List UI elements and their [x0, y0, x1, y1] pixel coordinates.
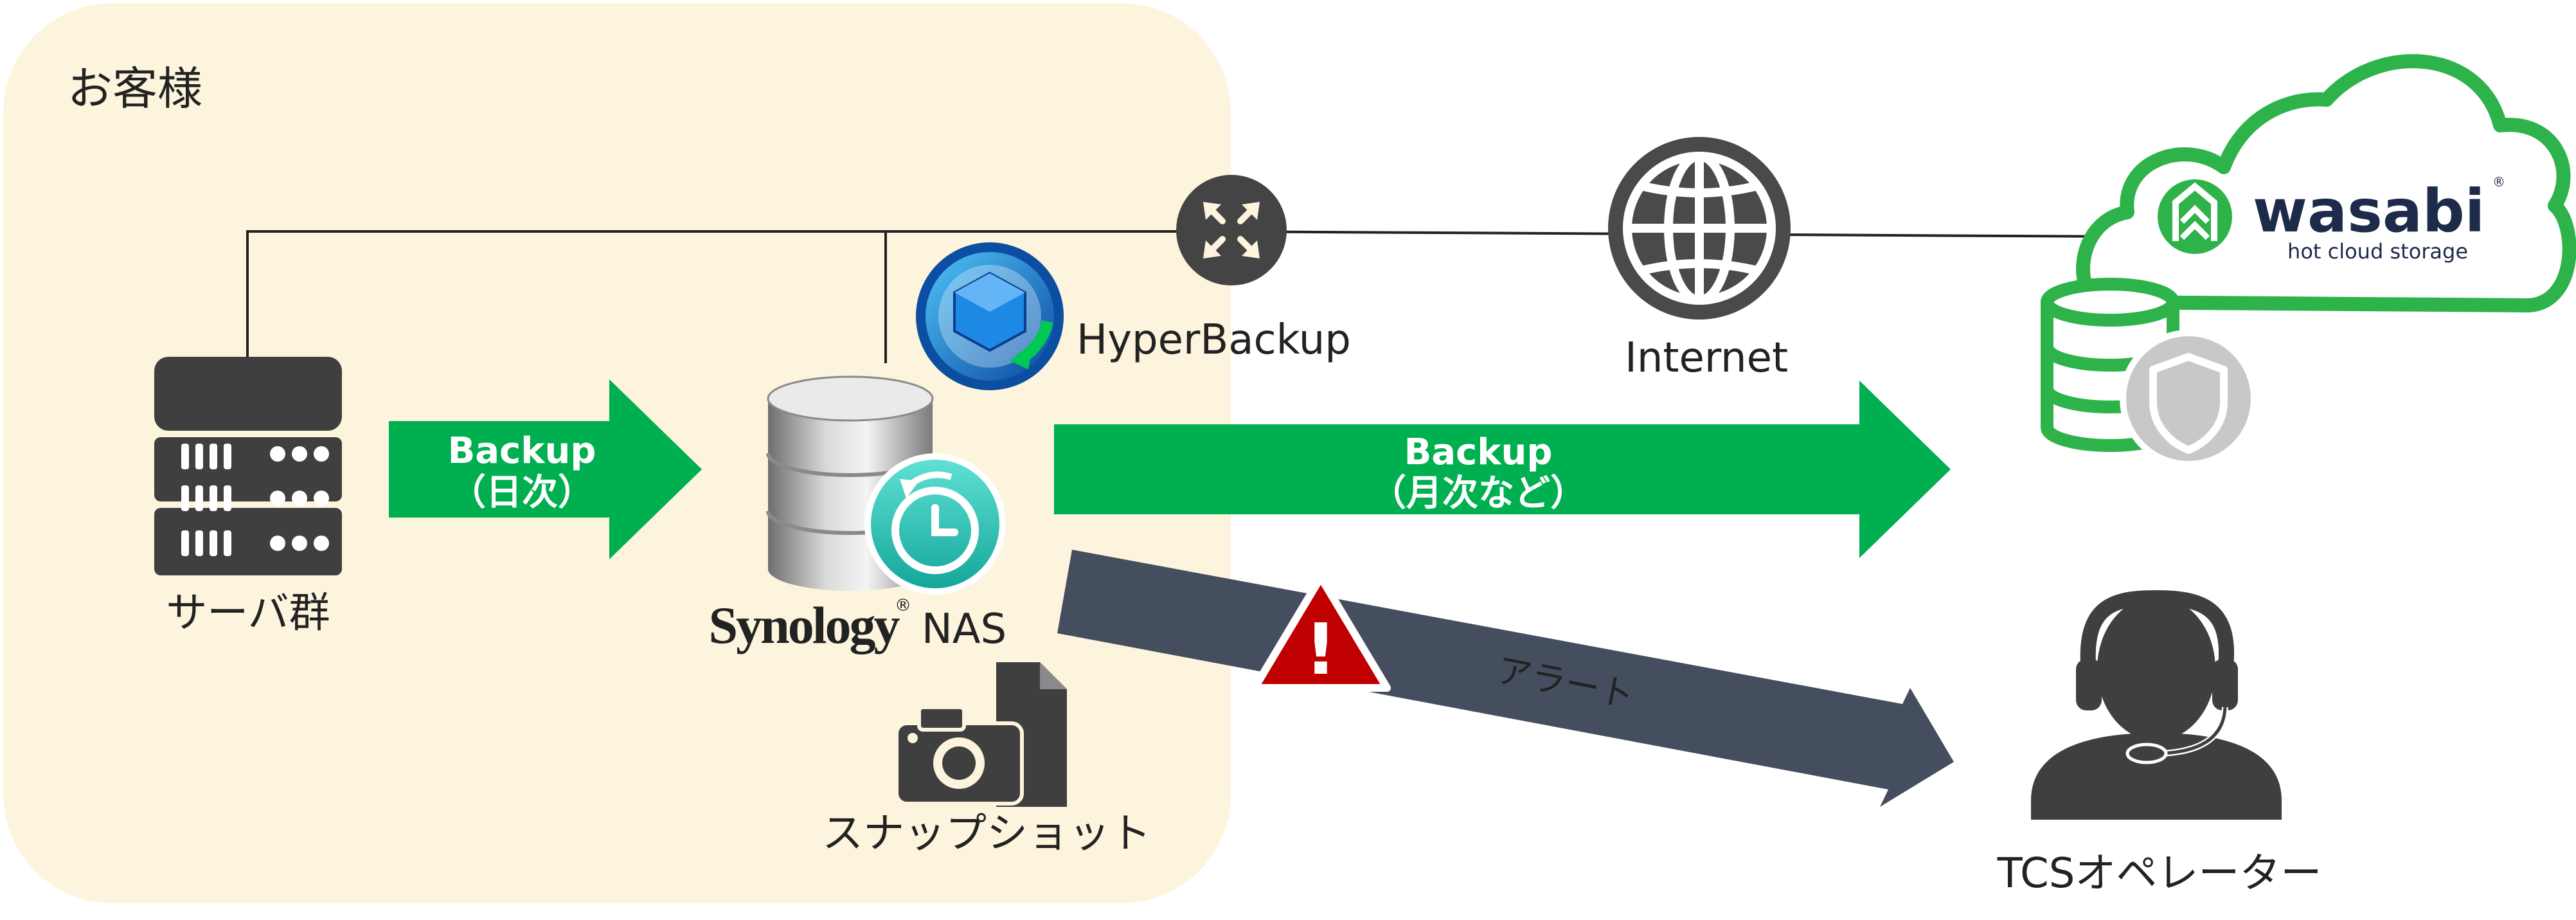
monthly-backup-label-line2: （月次など） [1370, 473, 1586, 514]
operator-label: TCSオペレーター [1997, 850, 2322, 897]
synology-brand: Synology [709, 596, 900, 654]
nas-label: NAS [922, 606, 1006, 653]
internet-label: Internet [1625, 334, 1788, 382]
warning-glyph: ! [1305, 608, 1337, 690]
monthly-backup-label-line1: Backup [1404, 431, 1553, 473]
clock-badge-icon [864, 453, 1006, 595]
server-uplink-line [246, 230, 1208, 357]
snapshot-label: スナップショット [822, 810, 1151, 858]
hyperbackup-label: HyperBackup [1077, 316, 1351, 364]
customer-zone-label: お客様 [67, 62, 202, 115]
daily-backup-label-line2: （日次） [450, 472, 594, 514]
hyperbackup-app-icon [916, 242, 1064, 390]
operator-headset-icon [2031, 590, 2282, 820]
server-rack-icon [154, 357, 342, 575]
monthly-backup-arrow: Backup （月次など） [1054, 381, 1951, 558]
camera-file-icon [895, 662, 1067, 807]
shield-icon [2120, 330, 2257, 467]
wasabi-logo-mark [2158, 179, 2232, 254]
wasabi-registered-mark: ® [2492, 174, 2505, 190]
daily-backup-arrow: Backup （日次） [389, 379, 702, 559]
warning-icon: ! [1251, 573, 1391, 692]
servers-label: サーバ群 [166, 590, 330, 637]
alert-arrow: アラート [1057, 550, 1954, 807]
router-icon [1176, 175, 1287, 285]
wasabi-tagline: hot cloud storage [2287, 239, 2468, 264]
wasabi-brand: wasabi [2253, 177, 2485, 246]
wasabi-cloud-icon: wasabi ® hot cloud storage [2076, 54, 2576, 312]
daily-backup-label-line1: Backup [448, 430, 596, 472]
synology-registered-mark: ® [895, 596, 911, 615]
globe-icon [1608, 137, 1791, 320]
